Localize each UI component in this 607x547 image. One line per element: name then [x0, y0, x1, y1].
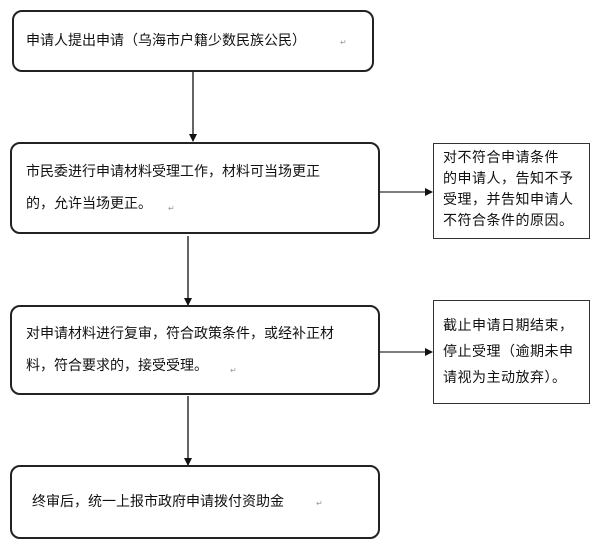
- step-text-1: 申请人提出申请（乌海市户籍少数民族公民）: [26, 33, 306, 49]
- step-text-2-line-2: 的，允许当场更正。: [26, 196, 152, 212]
- step-text-4: 终审后，统一上报市政府申请拨付资助金: [32, 494, 284, 510]
- paragraph-mark: ↵: [316, 499, 323, 508]
- reject-note-box: [433, 143, 590, 239]
- step-text-3-line-1: 对申请材料进行复审，符合政策条件，或经补正材: [26, 326, 334, 342]
- reject-note-line-4: 不符合条件的原因。: [443, 213, 574, 229]
- deadline-note-box: [433, 300, 590, 404]
- paragraph-mark: ↵: [340, 38, 347, 47]
- paragraph-mark: ↵: [230, 366, 237, 375]
- step-box-2: [10, 142, 380, 234]
- step-text-3-line-2: 料，符合要求的，接受受理。: [26, 358, 208, 374]
- reject-note-line-3: 受理，并告知申请人: [443, 192, 574, 208]
- step-box-4: [10, 465, 380, 539]
- paragraph-mark: ↵: [168, 204, 175, 213]
- reject-note-line-1: 对不符合申请条件: [443, 150, 559, 166]
- deadline-note-line-2: 停止受理（逾期未申: [443, 344, 574, 360]
- deadline-note-line-1: 截止申请日期结束，: [443, 318, 574, 334]
- step-box-1: [12, 10, 374, 72]
- step-box-3: [10, 305, 380, 395]
- step-text-2-line-1: 市民委进行申请材料受理工作，材料可当场更正: [26, 164, 320, 180]
- reject-note-line-2: 的申请人，告知不予: [443, 171, 574, 187]
- deadline-note-line-3: 请视为主动放弃）。: [443, 370, 567, 386]
